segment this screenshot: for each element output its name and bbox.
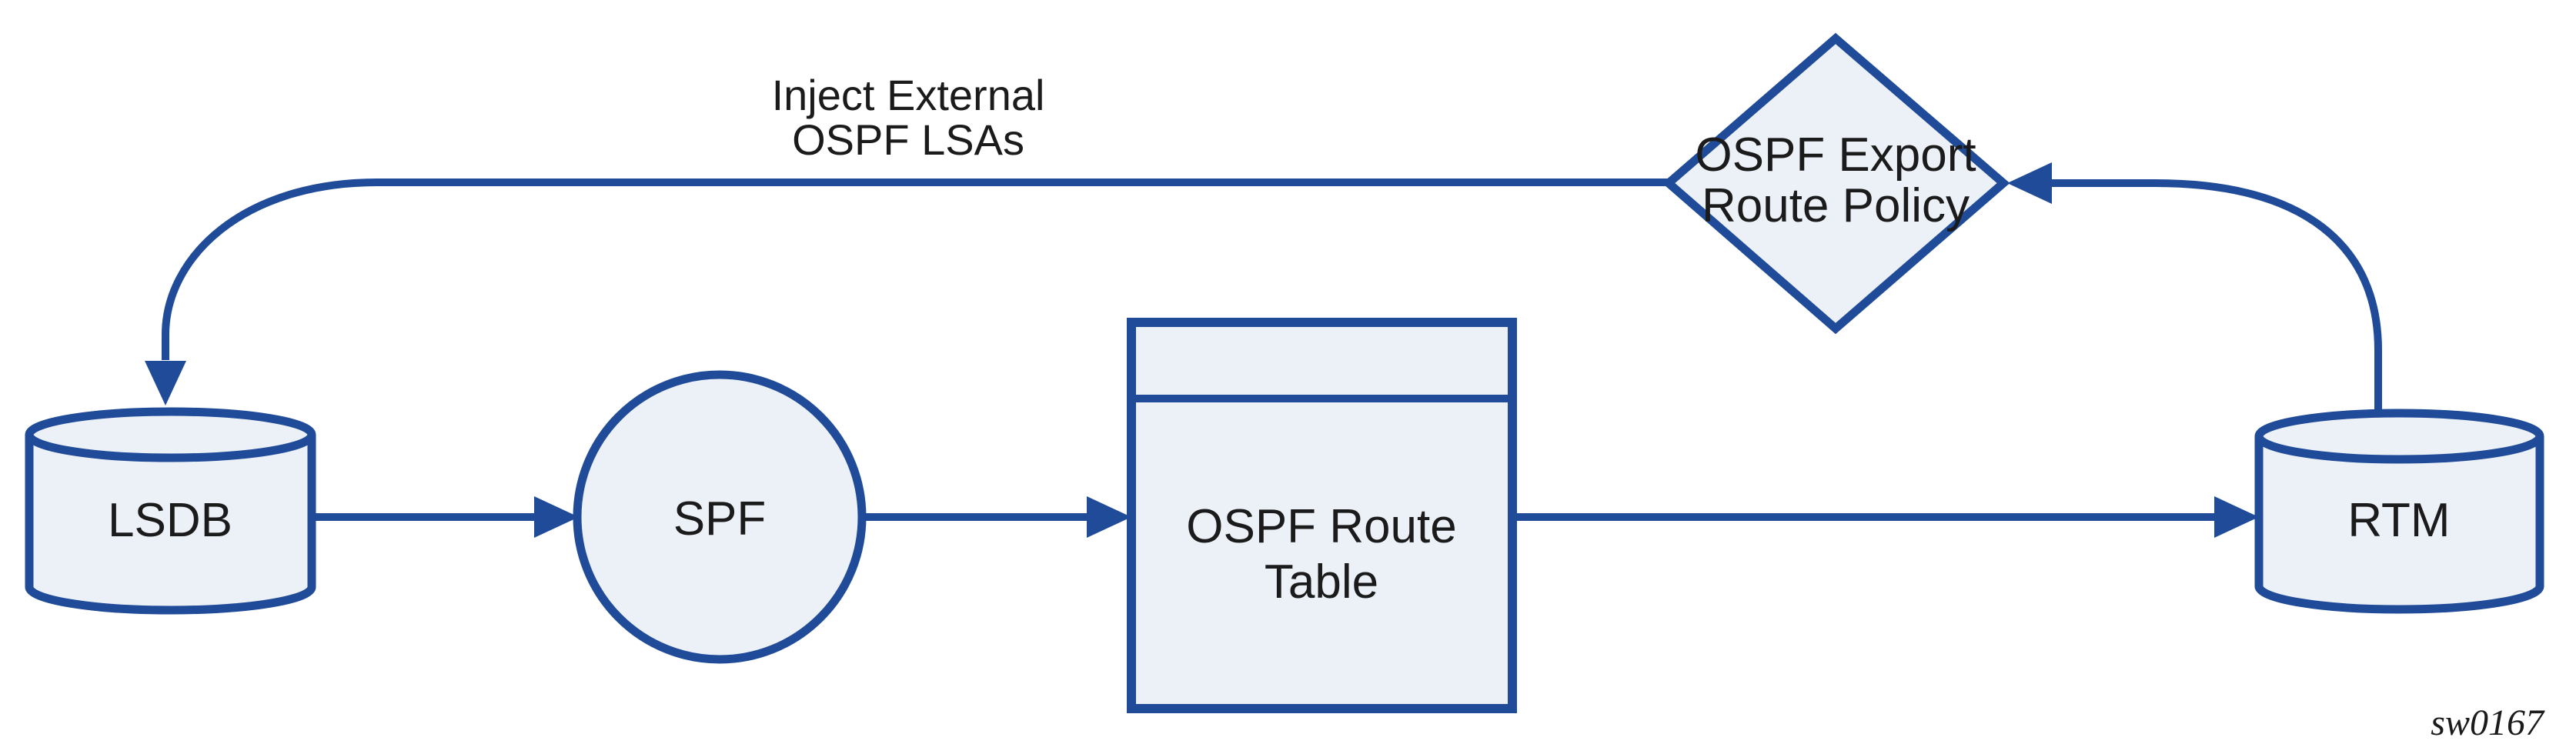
ospf-route-table-rect bbox=[1127, 318, 1517, 713]
rtm-cylinder-body bbox=[2254, 436, 2544, 614]
spf-circle: SPF bbox=[573, 370, 867, 664]
lsdb-cylinder: LSDB bbox=[25, 407, 316, 615]
rtm-cylinder: RTM bbox=[2254, 409, 2544, 614]
arrowhead-right-icon bbox=[534, 496, 579, 538]
arrow-route-table-to-rtm bbox=[1512, 496, 2259, 538]
spf-label: SPF bbox=[673, 492, 767, 545]
rtm-label: RTM bbox=[2347, 494, 2450, 547]
ospf-route-table-box: OSPF Route Table bbox=[1127, 318, 1517, 713]
spf-circle-shape bbox=[573, 370, 867, 664]
arrow-rtm-to-export-policy bbox=[2007, 162, 2382, 413]
arrowhead-down-icon bbox=[145, 361, 186, 405]
inject-label-line2: OSPF LSAs bbox=[792, 115, 1024, 164]
inject-label-line1: Inject External bbox=[772, 71, 1045, 119]
arrow-rtm-to-export-policy-curve bbox=[2049, 179, 2382, 413]
export-policy-label-line2: Route Policy bbox=[1702, 179, 1970, 232]
export-policy-diamond-shape bbox=[1662, 32, 2010, 335]
arrow-export-policy-to-lsdb-curve bbox=[162, 178, 1669, 360]
ospf-route-table-label-line1: OSPF Route bbox=[1186, 500, 1456, 553]
arrow-export-policy-to-lsdb bbox=[145, 178, 1669, 405]
figure-id-label: sw0167 bbox=[2431, 702, 2545, 743]
inject-external-label: Inject External OSPF LSAs bbox=[772, 71, 1045, 164]
lsdb-cylinder-top bbox=[25, 407, 316, 462]
rtm-cylinder-top bbox=[2254, 409, 2544, 464]
ospf-route-table-label-line2: Table bbox=[1265, 555, 1378, 609]
arrowhead-right-icon bbox=[2214, 496, 2259, 538]
arrowhead-left-icon bbox=[2007, 162, 2052, 204]
export-policy-label-line1: OSPF Export bbox=[1695, 128, 1976, 182]
arrowhead-right-icon bbox=[1087, 496, 1131, 538]
arrow-lsdb-to-spf bbox=[312, 496, 579, 538]
lsdb-label: LSDB bbox=[108, 494, 232, 547]
ospf-export-route-policy-diamond: OSPF Export Route Policy bbox=[1662, 32, 2010, 335]
lsdb-cylinder-body bbox=[25, 435, 316, 615]
arrow-spf-to-route-table bbox=[862, 496, 1131, 538]
